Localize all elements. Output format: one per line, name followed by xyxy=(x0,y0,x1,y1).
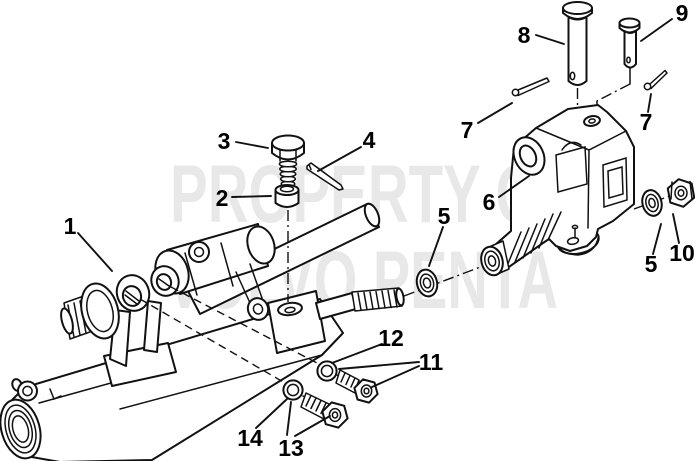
callout-7b: 7 xyxy=(640,109,653,135)
part-6-mounting-bracket xyxy=(480,104,635,277)
callout-4: 4 xyxy=(363,127,376,153)
part-9-clevis-pin-small xyxy=(618,17,641,69)
callout-7a: 7 xyxy=(461,117,474,143)
callout-13: 13 xyxy=(278,435,304,461)
callout-3: 3 xyxy=(218,128,231,154)
callouts: 1 2 3 4 5 5 6 7 7 8 9 10 11 12 13 14 xyxy=(64,0,695,461)
callout-2: 2 xyxy=(216,185,229,211)
callout-5a: 5 xyxy=(438,203,451,229)
part-5-washer-mid xyxy=(415,268,439,298)
callout-10: 10 xyxy=(669,240,695,266)
part-8-clevis-pin-large xyxy=(562,1,593,86)
callout-1: 1 xyxy=(64,213,77,239)
part-7-cotter-pin-right xyxy=(643,69,668,91)
callout-5b: 5 xyxy=(645,251,658,277)
part-12-o-ring xyxy=(316,360,338,382)
part-1-cylinder-assembly xyxy=(0,202,405,461)
callout-14: 14 xyxy=(237,425,263,451)
part-5-washer-right xyxy=(641,189,663,217)
callout-9: 9 xyxy=(676,0,689,26)
leader-lines xyxy=(77,18,680,437)
part-13-connector-bolt xyxy=(300,392,349,429)
part-11-connector-bolt xyxy=(335,369,379,404)
part-14-o-ring xyxy=(282,379,304,401)
part-10-lock-nut xyxy=(666,178,695,208)
callout-8: 8 xyxy=(518,22,531,48)
part-2-bushing xyxy=(274,184,300,208)
part-7-cotter-pin-left xyxy=(511,77,550,97)
part-4-pin xyxy=(306,162,344,191)
callout-6: 6 xyxy=(483,189,496,215)
callout-11: 11 xyxy=(419,349,444,375)
callout-12: 12 xyxy=(378,325,404,351)
